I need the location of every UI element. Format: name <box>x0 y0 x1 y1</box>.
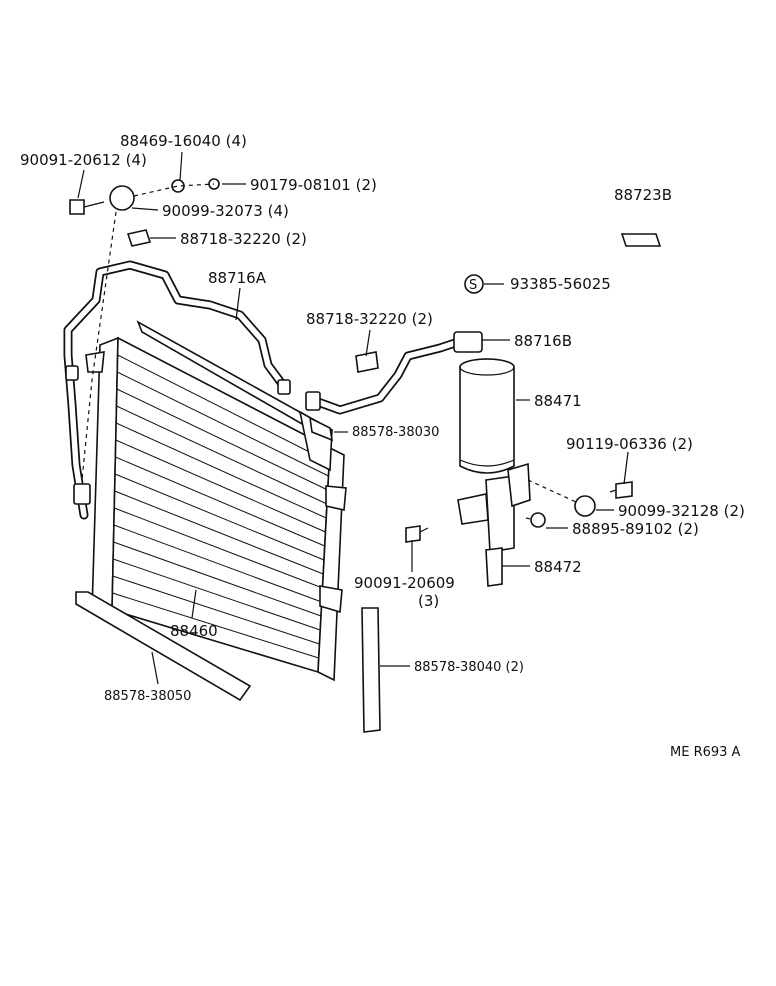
receiver-bracket <box>457 462 531 587</box>
discharge-pipe <box>63 260 291 520</box>
label-90119-06336: 90119-06336 (2) <box>566 435 693 453</box>
condenser-fin <box>112 558 321 631</box>
label-90179-08101: 90179-08101 (2) <box>250 176 377 194</box>
condenser-fin <box>117 371 329 477</box>
label-88471: 88471 <box>534 392 582 410</box>
condenser-fin <box>114 473 325 561</box>
condenser-fin <box>114 507 323 589</box>
label-90091-20612: 90091-20612 (4) <box>20 151 147 169</box>
label-88723b: 88723B <box>614 186 672 204</box>
fasteners: S <box>69 178 662 543</box>
condenser-fin <box>115 456 325 547</box>
condenser-fin <box>116 388 328 491</box>
reference-code: ME R693 A <box>670 745 741 760</box>
liquid-pipe <box>305 331 483 415</box>
label-88718-32220-b: 88718-32220 (2) <box>306 310 433 328</box>
receiver-drier <box>459 358 515 474</box>
label-90091-20609-qty: (3) <box>418 592 439 610</box>
leader-lines <box>77 151 629 685</box>
label-88469-16040: 88469-16040 (4) <box>120 132 247 150</box>
label-88578-38030: 88578-38030 <box>352 425 439 440</box>
assembly-guides <box>81 183 577 521</box>
label-90099-32128: 90099-32128 (2) <box>618 502 745 520</box>
label-88472: 88472 <box>534 558 582 576</box>
label-88460: 88460 <box>170 622 218 640</box>
condenser-fin <box>116 405 328 505</box>
label-90091-20609: 90091-20609 <box>354 574 455 592</box>
svg-text:S: S <box>469 278 477 293</box>
condenser-fin <box>115 439 326 533</box>
condenser-fin <box>113 541 322 617</box>
condenser-fin <box>114 490 324 575</box>
condenser-fin <box>113 524 322 603</box>
condenser-core <box>85 320 347 682</box>
condenser-fin <box>112 592 319 659</box>
label-88718-32220-a: 88718-32220 (2) <box>180 230 307 248</box>
condenser-fin <box>115 422 327 519</box>
condenser-fin <box>112 575 320 645</box>
label-88578-38040: 88578-38040 (2) <box>414 660 524 675</box>
label-88895-89102: 88895-89102 (2) <box>572 520 699 538</box>
label-88716a: 88716A <box>208 269 267 287</box>
label-88578-38050: 88578-38050 <box>104 689 191 704</box>
seal-strips <box>75 416 381 733</box>
label-90099-32073: 90099-32073 (4) <box>162 202 289 220</box>
label-88716b: 88716B <box>514 332 572 350</box>
condenser-fin <box>117 354 330 463</box>
part-labels: 88469-16040 (4) 90091-20612 (4) 90179-08… <box>20 132 745 760</box>
label-93385-56025: 93385-56025 <box>510 275 611 293</box>
